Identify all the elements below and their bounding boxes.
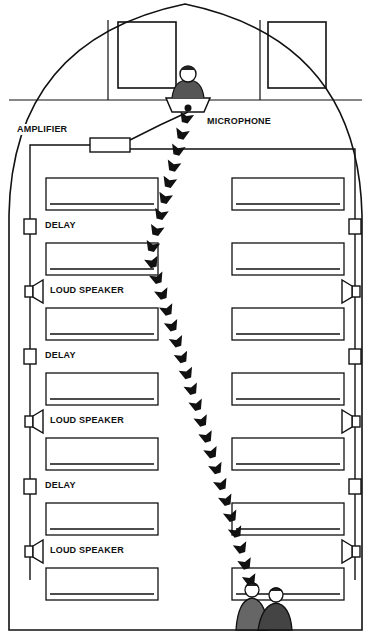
label-text: DELAY xyxy=(44,350,77,361)
sound-wave xyxy=(165,160,181,173)
pew-seat xyxy=(50,333,154,334)
delay-box xyxy=(24,219,36,234)
sound-wave xyxy=(164,319,180,333)
label-text: DELAY xyxy=(44,220,77,231)
label-text: LOUD SPEAKER xyxy=(49,415,125,426)
sound-wave xyxy=(174,351,190,365)
delay-box xyxy=(349,349,361,364)
sound-wave xyxy=(178,111,194,124)
loudspeaker-symbol xyxy=(342,540,360,563)
sound-wave xyxy=(228,525,244,539)
pew xyxy=(46,568,158,600)
sound-waves xyxy=(144,111,258,586)
speaker-figure xyxy=(166,66,210,112)
sound-wave xyxy=(149,272,165,286)
pew xyxy=(46,243,158,275)
hall-outline xyxy=(9,4,362,630)
sound-wave xyxy=(218,494,234,508)
delay-box xyxy=(24,479,36,494)
pew-seat xyxy=(236,268,340,269)
pew xyxy=(46,438,158,470)
sound-wave xyxy=(157,192,173,205)
sound-wave xyxy=(237,557,253,570)
sound-wave xyxy=(198,430,214,444)
loudspeaker-symbol xyxy=(25,540,43,563)
chancel-box xyxy=(118,22,176,88)
delay-box xyxy=(349,219,361,234)
sound-wave xyxy=(153,208,169,221)
microphone-symbol xyxy=(185,105,192,112)
pew xyxy=(232,503,344,535)
pew xyxy=(232,438,344,470)
pew xyxy=(46,308,158,340)
pews xyxy=(46,178,344,600)
wires xyxy=(30,112,355,580)
chancel-line xyxy=(9,20,362,100)
label-text: MICROPHONE xyxy=(206,116,272,127)
pew-seat xyxy=(236,333,340,334)
label-text: AMPLIFIER xyxy=(16,124,68,135)
sound-wave xyxy=(148,224,164,237)
pew-seat xyxy=(50,528,154,529)
chancel-box xyxy=(268,22,326,88)
pew xyxy=(232,178,344,210)
label-text: DELAY xyxy=(44,480,77,491)
pew-seat xyxy=(50,463,154,464)
loudspeaker-symbol xyxy=(25,410,43,433)
sound-wave xyxy=(223,509,239,523)
pew-seat xyxy=(50,593,154,594)
delay-box xyxy=(349,479,361,494)
sound-wave xyxy=(154,287,170,301)
pew-seat xyxy=(236,528,340,529)
sound-wave xyxy=(208,462,224,476)
label-text: LOUD SPEAKER xyxy=(49,285,125,296)
sound-wave xyxy=(170,143,186,156)
pew-seat xyxy=(236,463,340,464)
sound-wave xyxy=(233,541,249,554)
devices xyxy=(24,219,361,563)
sound-wave xyxy=(188,398,204,412)
pew xyxy=(46,503,158,535)
loudspeaker-symbol xyxy=(342,410,360,433)
listener-figures xyxy=(236,583,292,630)
sound-wave xyxy=(203,446,219,460)
loudspeaker-symbol xyxy=(25,280,43,303)
sound-wave xyxy=(161,176,177,189)
pew-seat xyxy=(50,268,154,269)
amplifier-box xyxy=(90,138,130,152)
pew-seat xyxy=(50,203,154,204)
pew xyxy=(232,568,344,600)
label-text: LOUD SPEAKER xyxy=(49,545,125,556)
sound-wave xyxy=(193,414,209,428)
pew xyxy=(232,243,344,275)
pew xyxy=(232,373,344,405)
pew-seat xyxy=(50,398,154,399)
sound-wave xyxy=(144,256,160,270)
pew xyxy=(232,308,344,340)
sound-wave xyxy=(159,303,175,317)
sound-wave xyxy=(144,240,160,253)
pew xyxy=(46,178,158,210)
sound-wave xyxy=(169,335,185,349)
loudspeaker-symbol xyxy=(342,280,360,303)
sound-wave xyxy=(242,573,258,586)
sound-wave xyxy=(174,127,190,140)
delay-box xyxy=(24,349,36,364)
pew xyxy=(46,373,158,405)
sound-wave xyxy=(184,383,200,397)
pew-seat xyxy=(236,398,340,399)
sound-wave xyxy=(213,478,229,492)
pew-seat xyxy=(236,203,340,204)
sound-wave xyxy=(179,367,195,381)
